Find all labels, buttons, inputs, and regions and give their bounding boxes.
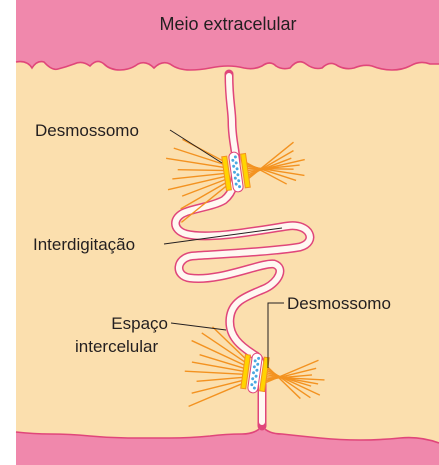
extracellular-medium-top bbox=[16, 0, 439, 72]
intercellular-space-label-line1: Espaço bbox=[111, 314, 168, 333]
intercellular-space-label-line2: intercelular bbox=[75, 337, 158, 356]
desmosome-top-label: Desmossomo bbox=[35, 121, 139, 140]
title-label: Meio extracelular bbox=[159, 14, 296, 34]
desmosome-bottom-label: Desmossomo bbox=[287, 294, 391, 313]
interdigitation-label: Interdigitação bbox=[33, 235, 135, 254]
